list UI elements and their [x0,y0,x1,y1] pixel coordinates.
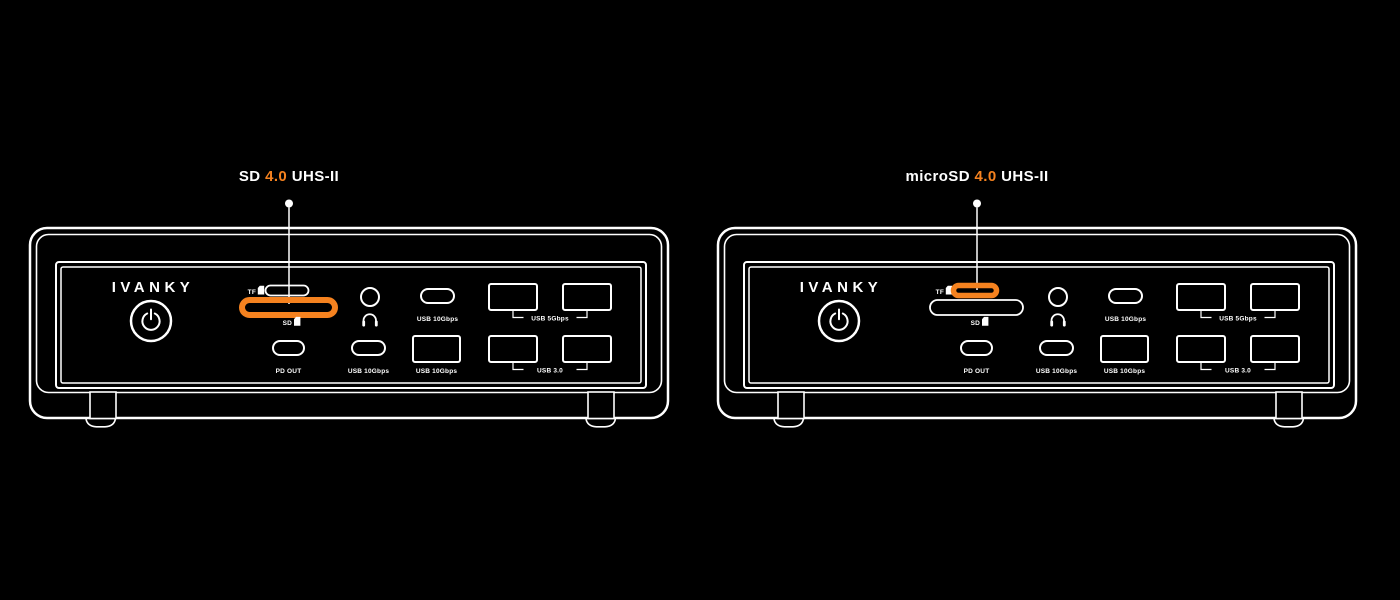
tf-card-label: TF [936,289,944,296]
right-foot-pad [585,418,617,428]
usb-a-port-top-1 [1176,283,1226,311]
sd-card-label: SD [971,320,981,327]
pd-out-port [960,340,993,356]
left-foot-tab [89,391,117,420]
usb-a-port-bottom-2 [562,335,612,363]
usb-a-port-bottom-1 [488,335,538,363]
pd-out-label: PD OUT [276,368,302,375]
tf-card-label: TF [248,289,256,296]
tf-card-slot [264,284,310,297]
usb-a-port-bottom-label: USB 10Gbps [416,368,458,375]
microsd-card-slot-highlighted [950,282,1000,299]
power-button [129,299,173,343]
usb-c-port-top [1108,288,1143,304]
pd-out-port [272,340,305,356]
sd-card-icon [294,316,301,326]
power-icon [829,308,849,331]
tf-card-icon [945,285,953,295]
callout-suffix: UHS-II [997,168,1049,185]
left-foot-pad [773,418,805,428]
usb-a-pair-top-bracket [512,310,588,319]
usb-a-pair-bottom-bracket [1200,362,1276,371]
usb-a-port-top-2 [1250,283,1300,311]
callout-version: 4.0 [975,168,997,185]
usb-c-port-bottom [351,340,386,356]
usb-a-port-bottom-2 [1250,335,1300,363]
usb-c-port-bottom-label: USB 10Gbps [1036,368,1078,375]
right-foot-tab [587,391,615,420]
chassis-outer-outline [716,226,1358,420]
usb-c-port-top-label: USB 10Gbps [417,316,459,323]
usb-c-port-bottom [1039,340,1074,356]
usb-a-port-bottom [1100,335,1149,363]
usb-a-pair-bottom-label: USB 3.0 [537,368,563,375]
front-panel-inner-outline [748,266,1330,384]
usb-a-port-bottom [412,335,461,363]
front-panel-outer-outline [743,261,1335,389]
usb-a-port-top-2 [562,283,612,311]
sd-dock-illustration: SD 4.0 UHS-II IVANKY TF SD [28,168,670,428]
usb-a-port-bottom-1 [1176,335,1226,363]
sd-card-label: SD [283,320,293,327]
power-button [817,299,861,343]
power-icon [141,308,161,331]
headphone-icon [1050,313,1066,327]
callout-suffix: UHS-II [287,168,339,185]
microsd-dock-illustration: microSD 4.0 UHS-II IVANKY TF [716,168,1358,428]
usb-c-port-top-label: USB 10Gbps [1105,316,1147,323]
callout-dot [973,199,981,208]
left-foot-pad [85,418,117,428]
front-panel-inner-outline [60,266,642,384]
usb-a-pair-top-label: USB 5Gbps [1219,316,1257,323]
sd-card-icon [982,316,989,326]
power-button-ring [129,299,173,343]
callout-prefix: SD [239,168,265,185]
usb-c-port-top [420,288,455,304]
left-foot-tab [777,391,805,420]
sd-dock-figure: SD 4.0 UHS-II IVANKY TF SD [28,168,670,428]
callout-prefix: microSD [905,168,974,185]
brand-logo: IVANKY [800,279,883,296]
headphone-jack [360,287,380,307]
chassis-outer-outline [28,226,670,420]
headphone-icon [362,313,378,327]
sd-card-slot [929,299,1024,316]
usb-a-pair-bottom-label: USB 3.0 [1225,368,1251,375]
callout-label-microsd: microSD 4.0 UHS-II [905,168,1048,185]
usb-a-port-bottom-label: USB 10Gbps [1104,368,1146,375]
usb-a-pair-top-label: USB 5Gbps [531,316,569,323]
usb-a-pair-top-bracket [1200,310,1276,319]
tf-card-icon [257,285,265,295]
usb-a-port-top-1 [488,283,538,311]
power-button-ring [817,299,861,343]
callout-version: 4.0 [265,168,287,185]
right-foot-tab [1275,391,1303,420]
headphone-jack [1048,287,1068,307]
brand-logo: IVANKY [112,279,195,296]
right-foot-pad [1273,418,1305,428]
chassis-inner-outline [35,233,663,394]
usb-a-pair-bottom-bracket [512,362,588,371]
pd-out-label: PD OUT [964,368,990,375]
microsd-dock-figure: microSD 4.0 UHS-II IVANKY TF [688,0,1388,600]
callout-dot [285,199,293,208]
front-panel-outer-outline [55,261,647,389]
usb-c-port-bottom-label: USB 10Gbps [348,368,390,375]
chassis-inner-outline [723,233,1351,394]
sd-card-slot-highlighted [239,297,338,318]
callout-label-sd: SD 4.0 UHS-II [239,168,339,185]
